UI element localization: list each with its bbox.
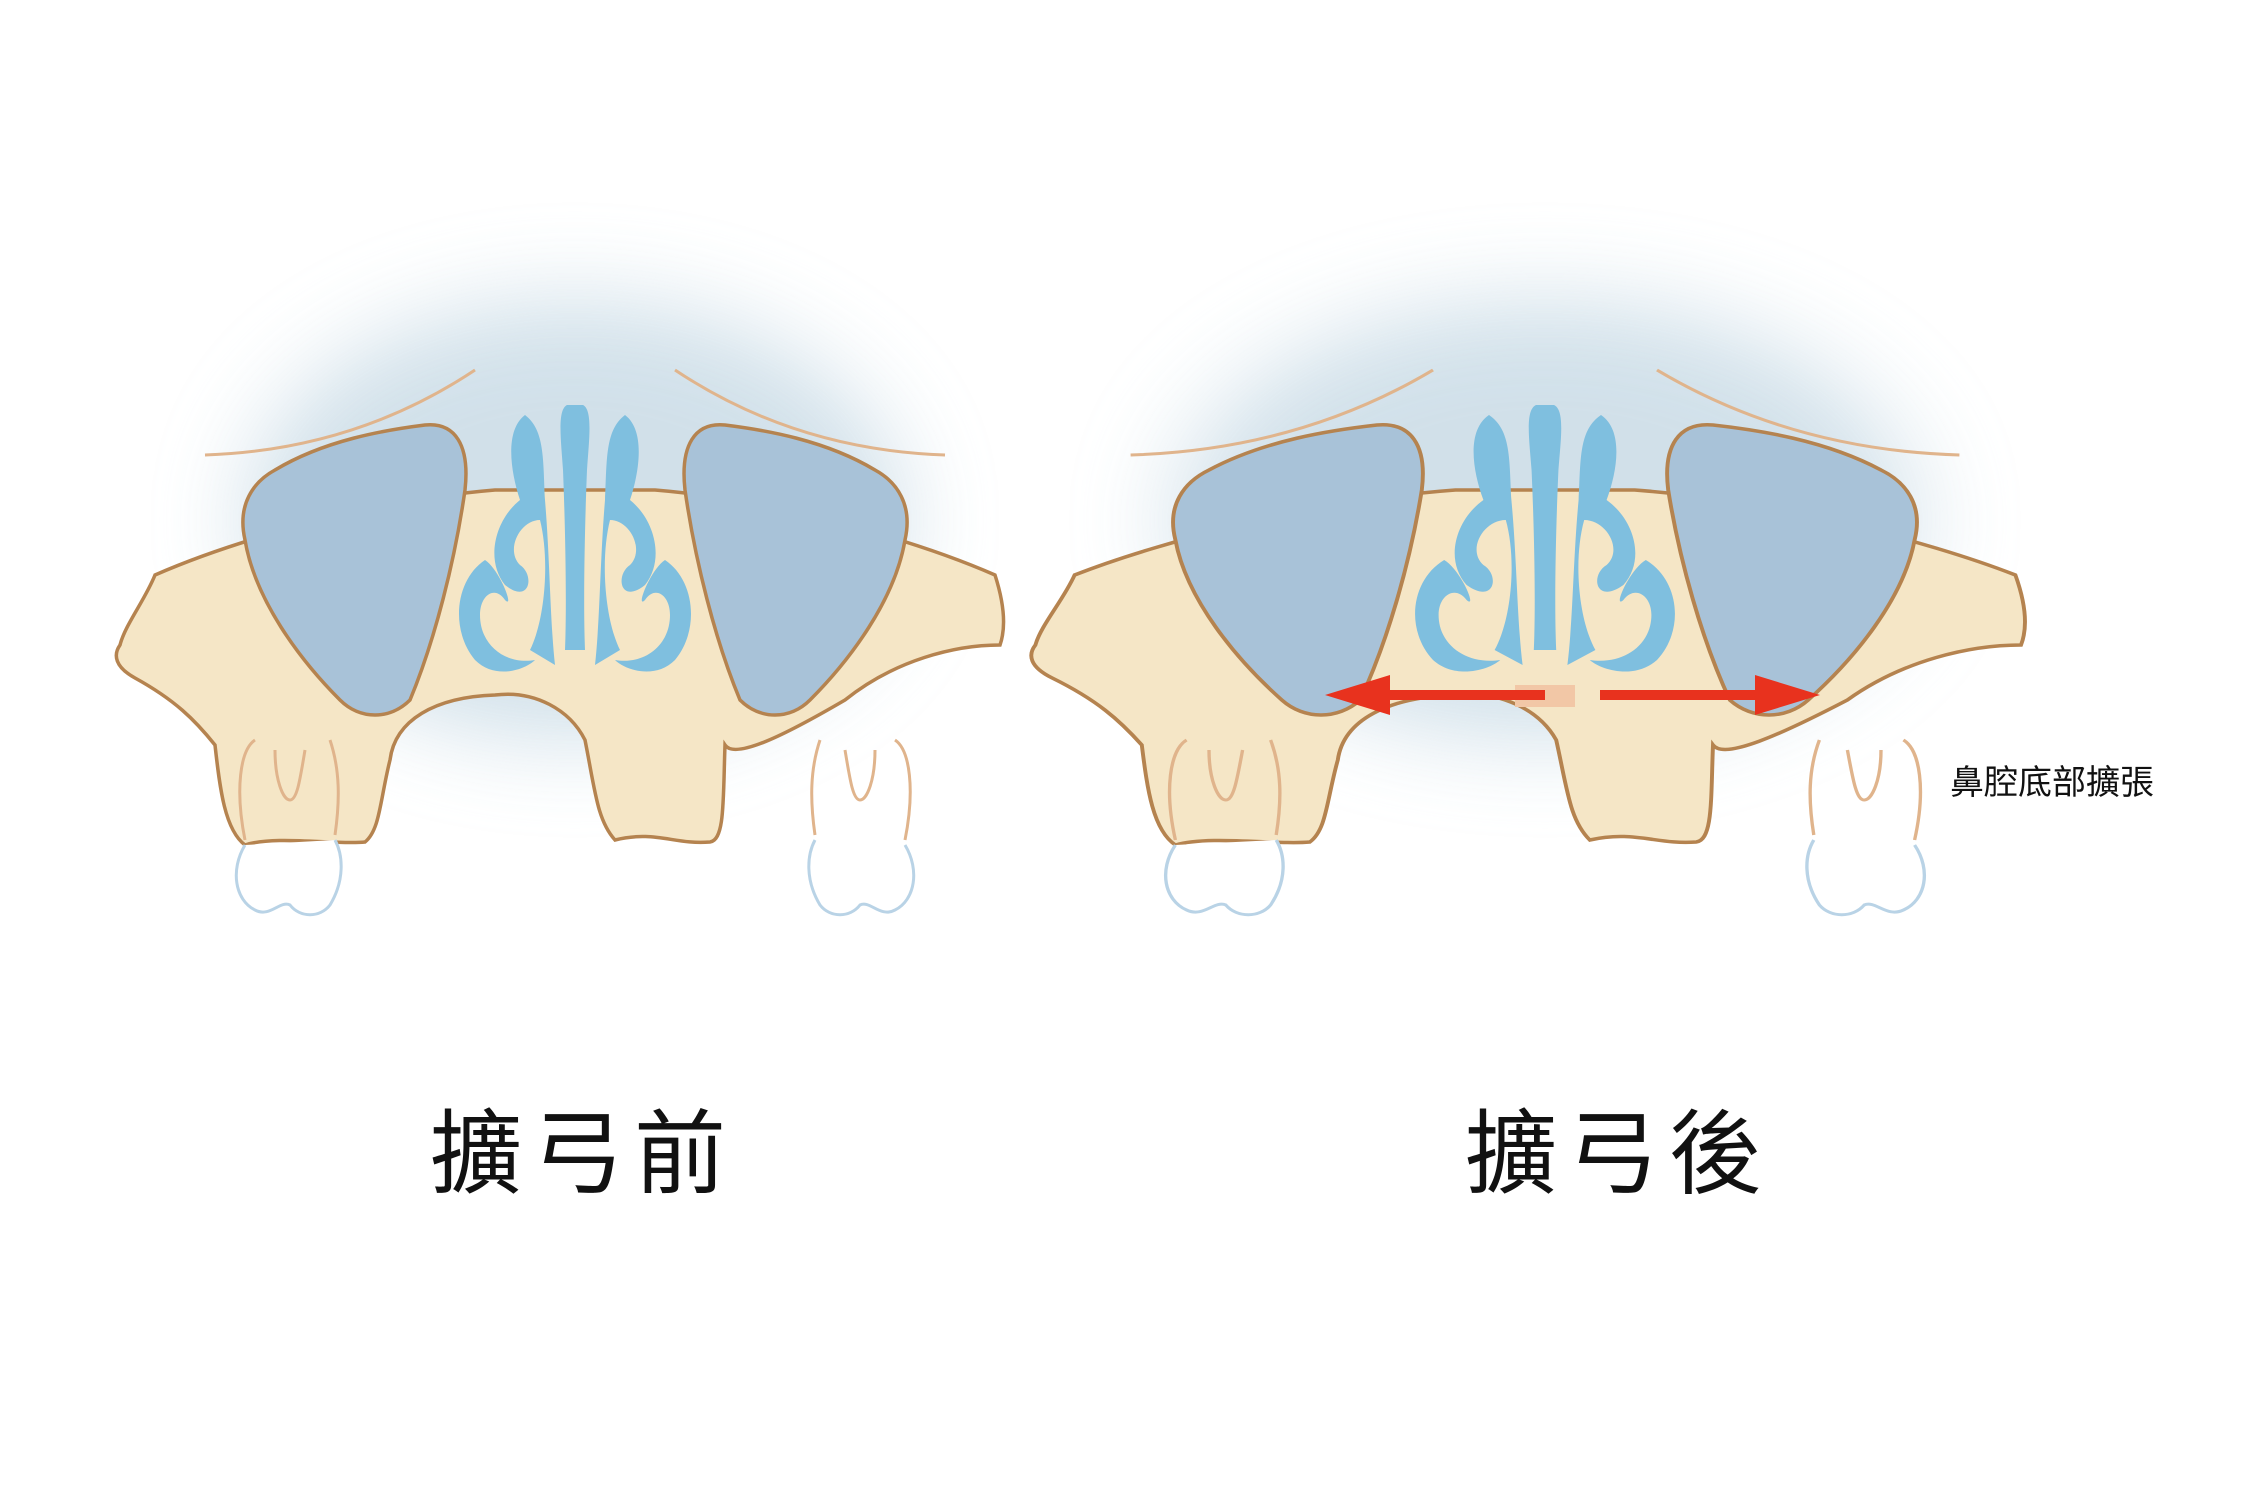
expansion-arrow-left — [1325, 675, 1545, 715]
caption-before-expansion: 擴弓前 — [430, 1101, 737, 1208]
maxilla-after-diagram — [1031, 300, 2025, 915]
expansion-arrow-right — [1600, 675, 1820, 715]
caption-after-expansion: 擴弓後 — [1465, 1101, 1772, 1208]
nasal-floor-expansion-label: 鼻腔底部擴張 — [1950, 763, 2154, 803]
maxilla-before-diagram — [116, 300, 1003, 915]
